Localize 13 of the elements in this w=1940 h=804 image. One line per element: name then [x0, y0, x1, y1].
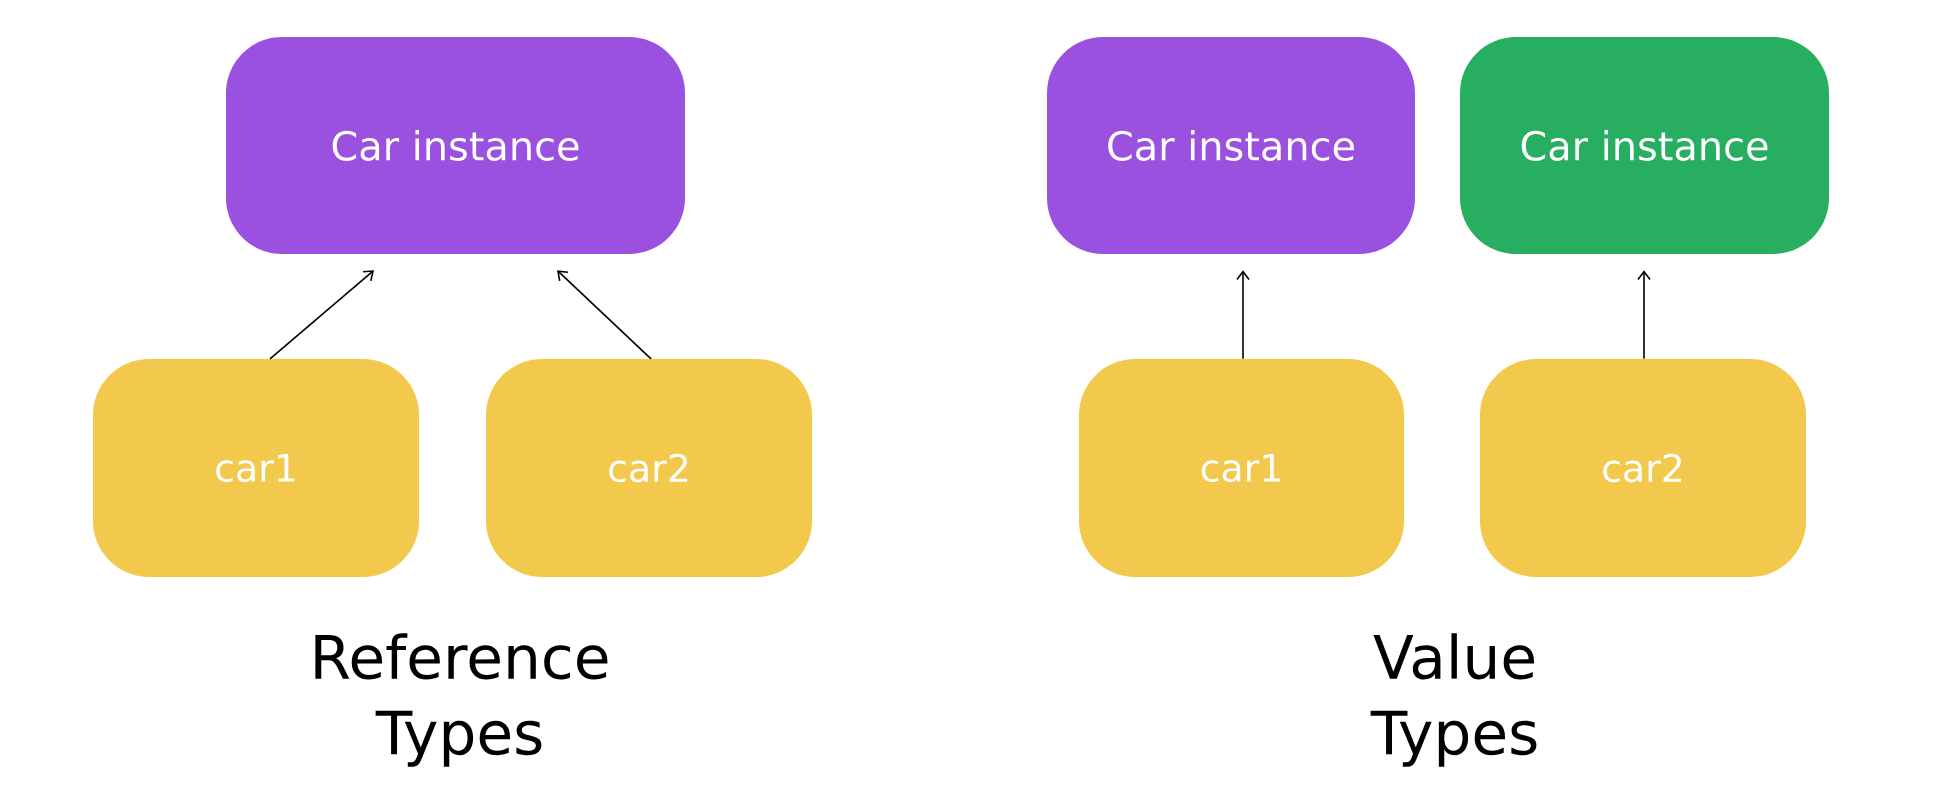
arrow: [269, 270, 374, 360]
variable-box: car2: [486, 359, 812, 577]
section-title: Reference Types: [315, 633, 608, 767]
section-title: Value Types: [1370, 633, 1537, 767]
variable-box: car2: [1480, 359, 1806, 577]
arrow: [557, 270, 652, 360]
variable-box: car1: [93, 359, 419, 577]
arrow: [1236, 270, 1250, 360]
instance-box: Car instance: [1047, 37, 1415, 254]
arrow: [1637, 270, 1651, 360]
instance-box: Car instance: [226, 37, 685, 254]
variable-box: car1: [1079, 359, 1404, 577]
instance-box: Car instance: [1460, 37, 1829, 254]
